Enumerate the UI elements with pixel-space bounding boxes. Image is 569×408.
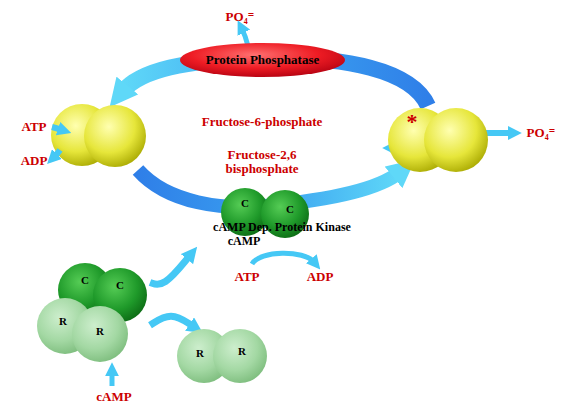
regulatory-dimer: RR	[176, 326, 270, 384]
subunit-letter: C	[116, 280, 124, 292]
subunit-letter: R	[59, 316, 67, 328]
node-shape	[36, 262, 150, 364]
camp-arrow	[110, 372, 115, 386]
protein-subunit	[72, 306, 128, 362]
enzyme-ellipse	[180, 43, 345, 77]
enzyme-state: cAMP	[228, 235, 261, 248]
activation-arrow	[150, 257, 189, 285]
molecule-label: ATP	[21, 120, 46, 134]
node-shape	[176, 326, 270, 384]
enzyme-name: Protein Phosphatase	[206, 53, 320, 67]
molecule-label: Fructose-6-phosphate	[202, 115, 323, 129]
atp-arrow	[52, 127, 62, 130]
molecule-label: ADP	[21, 154, 48, 168]
node-shape	[386, 106, 492, 174]
molecule-label: cAMP	[96, 390, 131, 404]
subunit-letter: C	[81, 275, 89, 287]
enzyme-subunit	[84, 105, 146, 167]
holoenzyme-complex: C C R R	[36, 262, 150, 364]
molecule-label: ADP	[307, 270, 334, 284]
protein-subunit	[213, 329, 267, 383]
molecule-label: Fructose-2,6 bisphosphate	[212, 148, 312, 177]
molecule-label: ATP	[234, 270, 259, 284]
phospho-mark: *	[407, 110, 418, 133]
enzyme-dimer: *	[386, 106, 492, 174]
atp-arrow	[252, 253, 314, 264]
subunit-letter: R	[238, 346, 246, 358]
subunit-letter: R	[96, 326, 104, 338]
adp-arrow	[54, 150, 60, 157]
enzyme-ellipse: Protein Phosphatase	[180, 43, 345, 77]
subunit-letter: C	[286, 204, 294, 216]
enzyme-name: cAMP Dep. Protein Kinase	[213, 221, 351, 234]
release-arrow	[486, 130, 512, 136]
kinase-dimer: C CcAMP Dep. Protein KinasecAMP	[178, 186, 388, 250]
node-shape	[178, 186, 388, 250]
activation-arrow	[150, 316, 192, 326]
subunit-letter: C	[241, 198, 249, 210]
molecule-label: PO₄⁼	[527, 126, 556, 140]
protein-subunit	[424, 108, 488, 172]
subunit-letter: R	[196, 348, 204, 360]
molecule-label: PO₄⁼	[226, 10, 255, 24]
